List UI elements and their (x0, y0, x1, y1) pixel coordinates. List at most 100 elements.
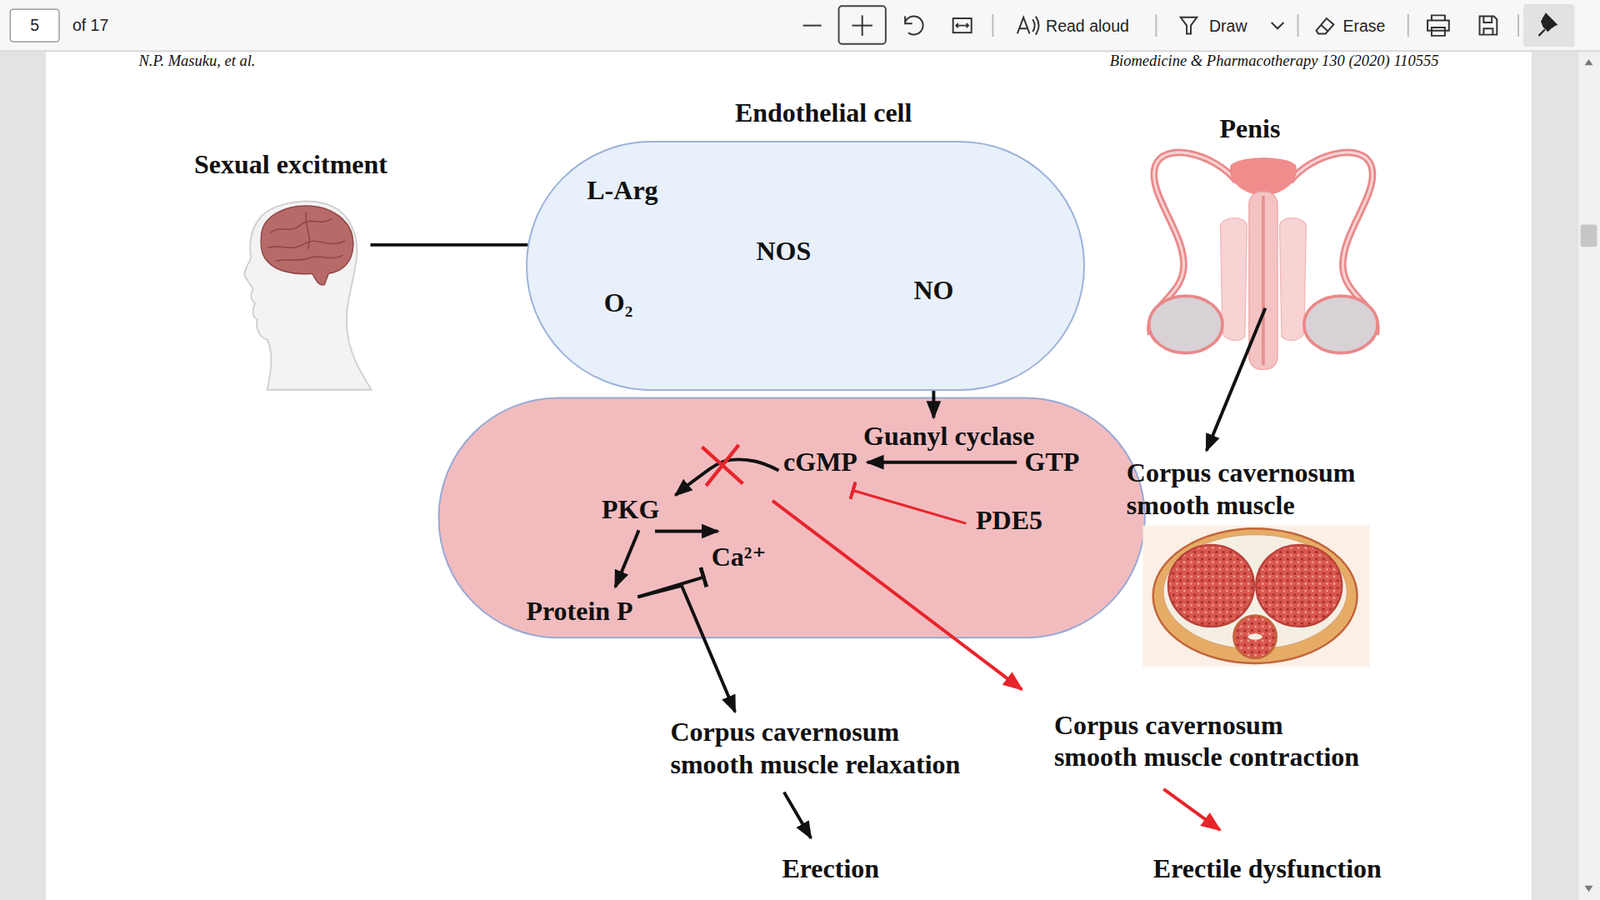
blocked-mark (701, 445, 743, 486)
ion-label: Ca²⁺ (710, 540, 769, 573)
scroll-down-arrow (1585, 885, 1594, 892)
pin-button (1523, 4, 1575, 47)
dropdown-chevron (1271, 22, 1285, 29)
molecule-label: cGMP (781, 445, 860, 478)
result-label: Erectile dysfunction (1151, 852, 1384, 885)
node-text: PDE5 (974, 504, 1045, 536)
draw-icon (1180, 17, 1198, 35)
head-silhouette (244, 201, 371, 390)
separator (991, 14, 994, 37)
cross-section-ground (1142, 525, 1370, 667)
penis-figure: Penis (1142, 148, 1383, 373)
page-number: 5 (30, 15, 40, 35)
outcome-label: Corpus cavernosum smooth muscle contract… (1052, 709, 1367, 774)
connector (655, 530, 718, 534)
enzyme-label: PDE5 (974, 504, 1045, 536)
brain-illustration (244, 201, 371, 390)
node-text: L-Arg (585, 174, 660, 206)
page-number-box (10, 9, 60, 42)
separator (1517, 14, 1520, 37)
fit-icon (955, 23, 969, 28)
urethra (1261, 195, 1265, 365)
node-text: GTP (1023, 445, 1082, 478)
connector (675, 459, 780, 495)
separator (1155, 14, 1157, 37)
node-heading: Sexual excitment (192, 148, 390, 180)
save-icon (1480, 16, 1498, 35)
node-heading: Penis (1218, 112, 1283, 145)
read-aloud-icon (1017, 16, 1040, 35)
result-label: Erection (780, 852, 881, 885)
penis-illustration (1149, 152, 1378, 370)
node-text: O₂ (602, 286, 635, 319)
outcome-label: Corpus cavernosum smooth muscle relaxati… (668, 715, 980, 780)
page-count: of 17 (72, 15, 109, 35)
node-text: Corpus cavernosum smooth muscle contract… (1052, 709, 1367, 774)
node-text: PKG (600, 493, 661, 525)
molecule-label: O₂ (602, 286, 635, 319)
print-icon (1427, 15, 1450, 35)
testis (1304, 295, 1378, 354)
enzyme-label: PKG (600, 493, 661, 525)
toolbar-border (0, 50, 1600, 52)
erase-icon (1316, 18, 1335, 34)
corpus-cavernosum-section (1255, 545, 1342, 627)
zoom-in-button (839, 5, 886, 44)
node-text: cGMP (781, 445, 860, 478)
node-text: Protein P (524, 595, 635, 627)
scrollbar-track (1578, 51, 1600, 900)
cell-membrane (526, 141, 1085, 390)
molecule-label: L-Arg (585, 174, 660, 206)
brain-folds (267, 212, 345, 262)
separator (1297, 14, 1300, 37)
node-text: Erection (780, 852, 881, 885)
pin-icon (1539, 14, 1557, 36)
testis (1149, 295, 1223, 354)
toolbar-button: Draw (1209, 16, 1248, 36)
red-cross (705, 445, 739, 486)
enzyme-label: NOS (755, 235, 814, 267)
node-text: Erectile dysfunction (1151, 852, 1384, 885)
bladder (1230, 157, 1297, 196)
node-heading: Endothelial cell (733, 96, 914, 129)
rotate-icon (905, 15, 923, 35)
running-header: N.P. Masuku, et al. (139, 52, 256, 70)
node-text: NOS (755, 235, 814, 267)
toolbar (0, 0, 1600, 51)
smooth-muscle-cell (439, 398, 1145, 639)
node-text: Corpus cavernosum smooth muscle relaxati… (668, 715, 980, 780)
zoom-in-icon (861, 15, 864, 35)
running-header: Biomedicine & Pharmacotherapy 130 (2020)… (1110, 52, 1440, 70)
scrollbar-thumb (1580, 224, 1598, 247)
corpus-cavernosum (1220, 218, 1247, 341)
tissue-label: Corpus cavernosum smooth muscle (1125, 456, 1367, 521)
corpus-spongiosum-section (1233, 615, 1276, 658)
molecule-label: NO (911, 274, 955, 306)
connector (784, 792, 811, 839)
molecule-label: GTP (1023, 445, 1082, 478)
protein-label: Protein P (524, 595, 635, 627)
connector (867, 460, 1017, 465)
viewer-ground (0, 51, 1600, 900)
corpus-cavernosum (1280, 218, 1307, 341)
node-text: Guanyl cyclase (861, 420, 1036, 452)
node-text: NO (911, 274, 955, 306)
fit-icon (953, 18, 972, 33)
pdf-page (45, 51, 1532, 900)
zoom-out-icon (803, 25, 822, 27)
connector (853, 490, 967, 525)
connector (637, 585, 735, 712)
node-text: Corpus cavernosum smooth muscle (1125, 456, 1367, 521)
separator (1407, 14, 1410, 37)
toolbar-button: Read aloud (1045, 16, 1130, 36)
brain (260, 205, 354, 285)
connector (1206, 308, 1266, 451)
connector (615, 530, 639, 587)
brain-figure: Sexual excitment (240, 199, 373, 394)
corpus-cavernosum-section (1168, 545, 1255, 627)
enzyme-label: Guanyl cyclase (861, 420, 1036, 452)
cross-section-illustration (1142, 525, 1370, 667)
scroll-up-arrow (1585, 59, 1594, 65)
toolbar-button: Erase (1342, 16, 1385, 36)
